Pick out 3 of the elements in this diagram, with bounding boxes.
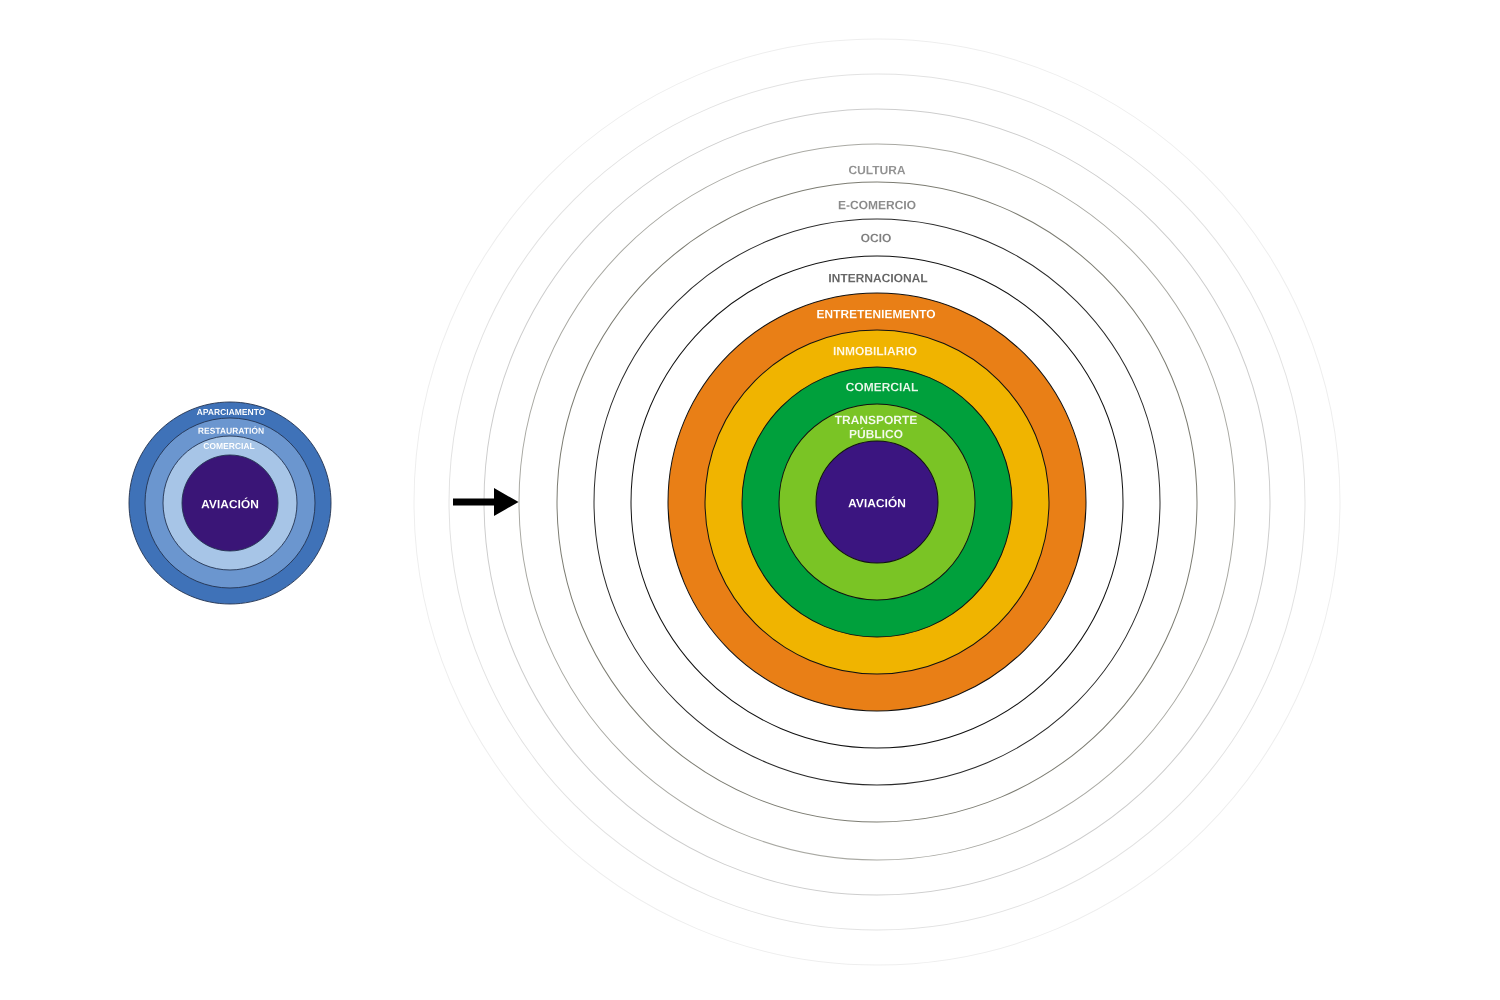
disc: AVIACIÓN [815, 440, 939, 564]
ring [483, 108, 1271, 896]
disc: AVIACIÓN [181, 454, 279, 552]
